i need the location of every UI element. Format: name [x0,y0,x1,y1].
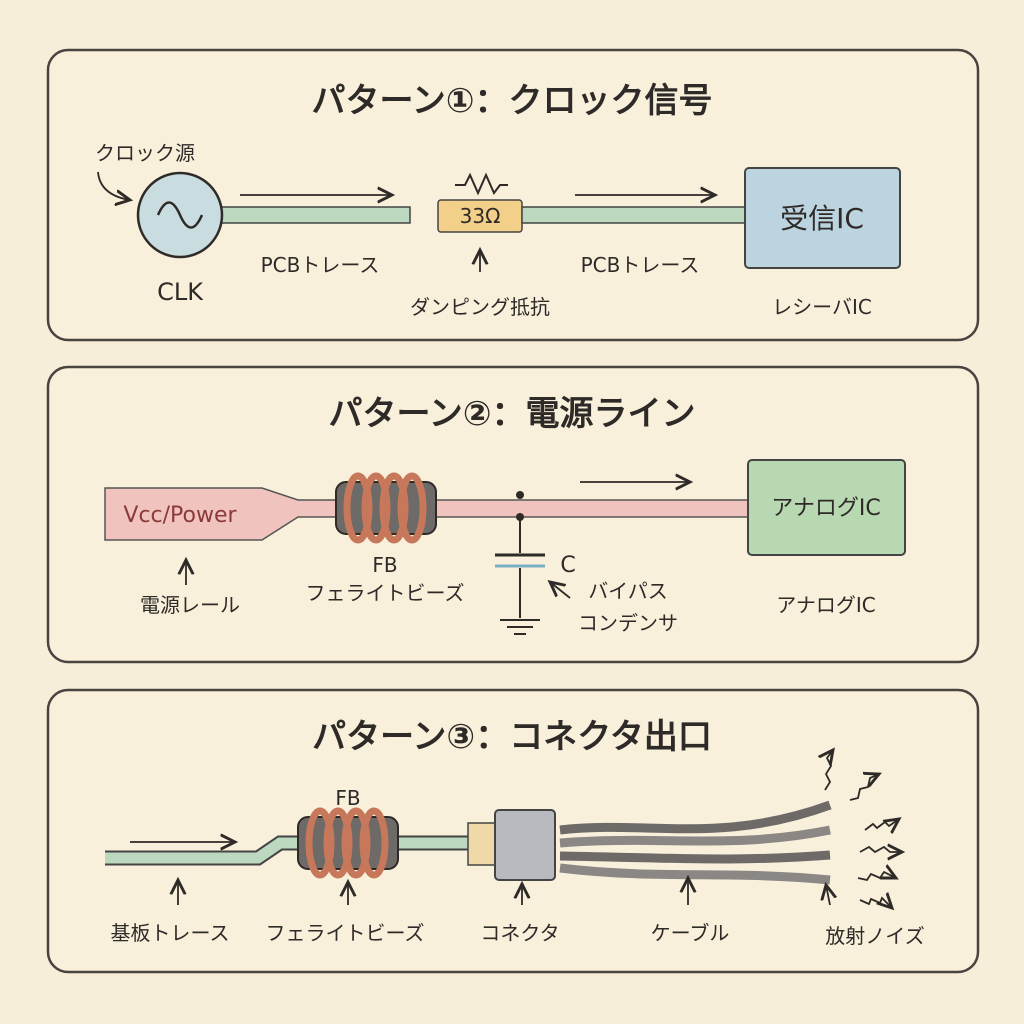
radiated-noise-icon [825,750,902,908]
analog-ic [747,459,906,556]
resistor-symbol-icon [455,172,508,196]
trace-label: 基板トレース [111,921,230,945]
cap-name-line2: コンデンサ [578,611,678,635]
sine-wave-icon [156,201,204,229]
analog-ic-text: アナログIC [771,496,880,521]
trace-label: PCBトレース [581,253,700,277]
clk-label: CLK [157,278,204,306]
cap-name-line1: バイパス [588,579,668,603]
connector-label: コネクタ [480,921,559,945]
cap-label: C [560,553,575,578]
resistor-value: 33Ω [460,204,501,228]
ferrite-bead-icon [298,811,398,875]
connector-icon [494,809,556,881]
capacitor-icon [495,517,545,618]
fb-label: FB [335,786,360,810]
receiver-ic-text: 受信IC [780,202,864,235]
rail-label: 電源レール [140,593,240,617]
pcb-trace [214,206,411,224]
arrow-icon [826,885,830,906]
analog-ic-label: アナログIC [776,593,875,617]
trace-label: PCBトレース [261,253,380,277]
panel-power-line: パターン②：電源ライン Vcc/Power 電源レール FB フェライトビーズ … [46,365,980,664]
clock-source-label: クロック源 [95,141,195,165]
fb-name: フェライトビーズ [306,581,465,605]
panel-title: パターン②：電源ライン [328,394,695,434]
ground-icon [500,619,540,635]
cable-icon [559,800,832,885]
receiver-ic [744,167,901,269]
panel-connector-exit: パターン③：コネクタ出口 FB 基板トレース フェライトビーズ コネクタ ケーブ [46,688,980,974]
cable-label: ケーブル [651,921,730,945]
fb-name: フェライトビーズ [266,921,425,945]
receiver-ic-label: レシーバIC [772,295,872,319]
arrow-icon [550,582,571,599]
arrow-icon [97,171,130,200]
panel-clock-signal: パターン①：クロック信号 クロック源 CLK PCBトレース 33Ω ダンピング… [46,48,980,342]
panel-title: パターン①：クロック信号 [311,81,712,121]
pcb-trace [521,206,748,224]
resistor-label: ダンピング抵抗 [410,295,550,319]
power-box-text: Vcc/Power [123,503,237,528]
junction-dot [516,491,524,499]
noise-label: 放射ノイズ [825,924,924,948]
fb-label: FB [372,553,397,577]
panel-title: パターン③：コネクタ出口 [312,717,712,757]
ferrite-bead-icon [336,476,436,540]
